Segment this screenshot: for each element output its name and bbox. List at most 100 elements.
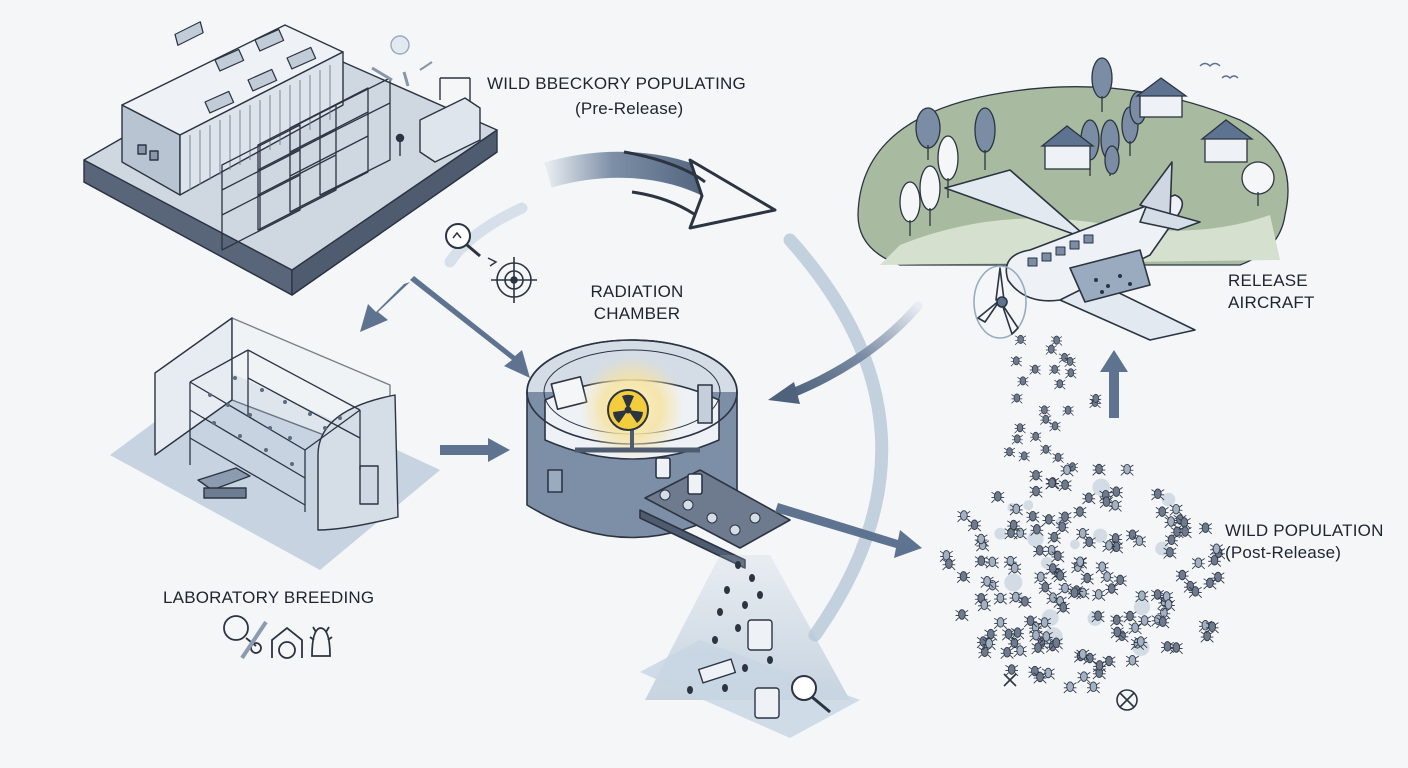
insect-icon [1138, 615, 1152, 628]
insect-icon [1003, 555, 1017, 568]
population-haze [1004, 573, 1023, 592]
insect-icon [1049, 637, 1063, 650]
insect-icon [974, 555, 988, 568]
insect-icon [1045, 477, 1059, 490]
insect-icon [1092, 463, 1106, 476]
insect-icon [1062, 405, 1074, 416]
insect-icon [939, 334, 1226, 694]
population-haze [1093, 528, 1108, 543]
insect-icon [1049, 364, 1061, 375]
insect-icon [1155, 506, 1169, 519]
insect-icon [1161, 599, 1176, 612]
population-haze [1133, 598, 1151, 616]
insect-icon [1038, 617, 1052, 630]
insect-icon [1067, 587, 1082, 600]
insect-icon [1080, 572, 1094, 585]
insect-icon [957, 510, 971, 523]
insect-icon [1132, 535, 1146, 548]
insect-icon [1013, 645, 1027, 658]
insect-icon [993, 617, 1008, 629]
insect-icon [1198, 522, 1213, 535]
insect-icon [1018, 451, 1030, 462]
insect-icon [1051, 550, 1065, 563]
insect-icon [1177, 517, 1191, 530]
population-haze [994, 527, 1007, 540]
insect-icon [1188, 586, 1202, 598]
insect-icon [1105, 583, 1119, 596]
insect-icon [1102, 540, 1116, 552]
insect-icon [1052, 452, 1064, 463]
insect-icon [1211, 571, 1225, 584]
breeding-icons [223, 615, 333, 660]
insect-icon [1040, 444, 1052, 455]
insect-icon [1209, 543, 1224, 556]
insect-icon [967, 519, 982, 532]
insect-icon [1183, 580, 1197, 593]
sterile-batch-beam [640, 555, 860, 738]
insect-icon [1018, 596, 1032, 608]
factory-building-icon [83, 21, 498, 296]
flow-arrows-lab [360, 276, 530, 462]
insect-icon [1014, 334, 1027, 346]
insect-icon [1109, 533, 1123, 545]
population-haze [1023, 500, 1034, 511]
insect-icon [1086, 681, 1100, 694]
magnifier-icon [791, 675, 831, 714]
pre-release-title: WILD BBECKORY POPULATING [487, 74, 746, 93]
insect-icon [1100, 571, 1114, 584]
insect-icon [1049, 421, 1061, 432]
insect-icon [1013, 527, 1027, 540]
flow-arrow-to-wild [775, 503, 922, 558]
insect-icon [1008, 562, 1022, 575]
insect-icon [1045, 344, 1057, 355]
insect-icon [1095, 561, 1109, 574]
insect-icon [1164, 534, 1179, 547]
insect-icon [1023, 615, 1038, 628]
insect-icon [939, 550, 953, 562]
insect-icon [982, 638, 996, 650]
insect-icon [1060, 464, 1074, 477]
radiation-chamber-label-line2: CHAMBER [593, 304, 681, 323]
insect-icon [1164, 516, 1178, 529]
insect-icon [1046, 563, 1060, 575]
insect-icon [1002, 628, 1016, 641]
insect-icon [1120, 463, 1134, 476]
insect-icon [1076, 648, 1090, 661]
insect-icon [1033, 671, 1047, 684]
insect-icon [1047, 531, 1061, 544]
insect-icon [1030, 431, 1042, 442]
insect-icon [1009, 591, 1023, 604]
insect-icon [1090, 393, 1102, 405]
insect-icon [1041, 667, 1055, 680]
insect-icon [1064, 356, 1076, 368]
insect-icon [1128, 622, 1142, 635]
insect-icon [1123, 610, 1137, 623]
insect-icon [1191, 557, 1205, 570]
insect-icon [1203, 577, 1217, 590]
insect-icon [1163, 546, 1177, 559]
insect-icon [1178, 526, 1192, 539]
insect-icon [1017, 376, 1029, 387]
radiation-hazard-icon [607, 389, 649, 431]
insect-icon [956, 571, 971, 583]
insect-icon [1125, 529, 1140, 542]
insect-icon [1073, 506, 1087, 519]
insect-icon [1135, 590, 1149, 603]
insect-icon [985, 556, 999, 569]
top-flow-arrow [544, 150, 777, 230]
insect-icon [1073, 556, 1087, 569]
insect-icon [1076, 528, 1090, 540]
radiation-chamber-label: RADIATION CHAMBER [567, 281, 707, 325]
insect-icon [1099, 496, 1113, 509]
pre-release-subtitle: (Pre-Release) [575, 99, 684, 118]
insect-icon [1038, 581, 1052, 594]
insect-icon [1110, 626, 1124, 639]
insect-icon [1029, 629, 1043, 642]
insect-icon [1003, 447, 1016, 458]
insect-icon [1031, 642, 1045, 655]
insect-icon [977, 599, 991, 612]
flow-arrow-to-aircraft [1100, 350, 1128, 418]
insect-icon [1029, 469, 1043, 482]
insect-icon [980, 576, 994, 588]
